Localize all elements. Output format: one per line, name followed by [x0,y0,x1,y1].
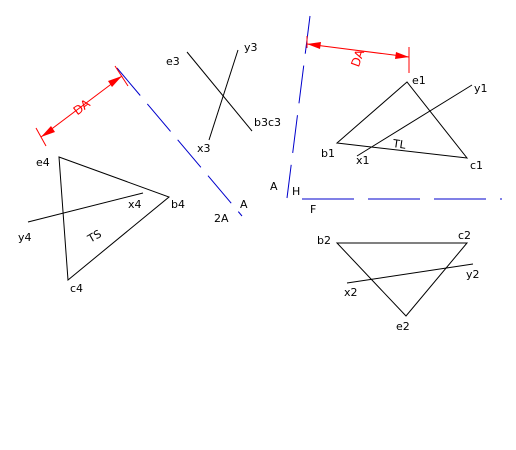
dim-arrow-left-b [108,76,122,87]
triangle-e4-b4-c4 [58,156,170,281]
label-x4: x4 [128,198,142,211]
label-h: H [292,185,300,198]
label-b4: b4 [171,198,185,211]
line-x1-y1 [356,84,473,157]
view-4-true-shape: e4 b4 c4 x4 y4 TS [18,156,185,295]
line-x4-y4 [27,192,144,223]
dim-arrow-right-b [395,52,409,59]
label-ts: TS [85,227,104,246]
label-2a: 2A [214,212,229,225]
label-e2: e2 [396,320,410,333]
dimension-da-left: DA [35,65,129,147]
label-da-right: DA [348,47,367,69]
label-f: F [310,203,316,216]
label-b1: b1 [321,147,335,160]
label-y4: y4 [18,231,32,244]
dim-arrow-left-a [41,126,55,137]
label-b2: b2 [317,234,331,247]
label-e3: e3 [166,55,180,68]
fold-line-left [116,67,243,217]
label-c2: c2 [458,229,471,242]
view-3-edge-view: e3 y3 b3c3 x3 [166,41,281,155]
label-y3: y3 [244,41,258,54]
label-a-right: A [270,180,278,193]
view-2: b2 c2 x2 y2 e2 [317,229,480,333]
line-x2-y2 [346,263,474,284]
label-a-left: A [240,198,248,211]
label-da-left: DA [71,96,94,118]
view-1: e1 y1 b1 x1 c1 TL [321,74,488,172]
line-e3-b3c3 [186,51,253,132]
label-x2: x2 [344,286,358,299]
label-e1: e1 [412,74,426,87]
triangle-b2-c2-e2 [335,242,469,317]
line-x3-y3 [208,49,239,141]
dimension-da-right: DA [306,36,410,73]
fold-line-h1 [286,15,311,199]
label-y1: y1 [474,82,488,95]
triangle-e1-b1-c1 [335,81,469,159]
dim-line-right [306,43,410,58]
label-tl: TL [391,137,407,152]
label-y2: y2 [466,268,480,281]
label-x3: x3 [197,142,211,155]
label-b3c3: b3c3 [254,116,281,129]
dim-arrow-right-a [307,42,321,49]
label-c1: c1 [470,159,483,172]
label-c4: c4 [70,282,83,295]
label-x1: x1 [356,154,370,167]
label-e4: e4 [36,156,50,169]
dim-line-left [40,75,123,138]
